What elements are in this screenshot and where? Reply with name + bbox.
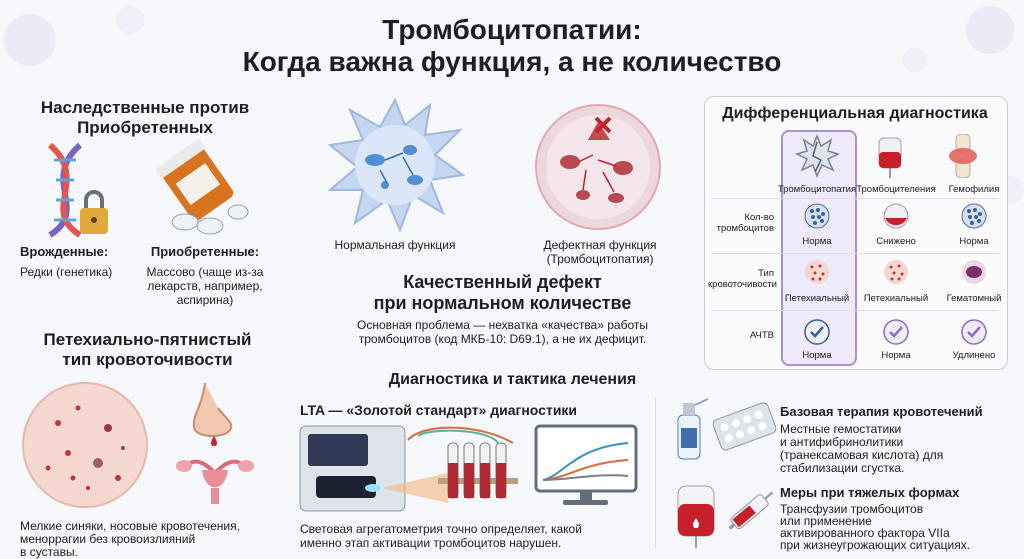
severe-forms-heading: Меры при тяжелых формах (780, 485, 960, 500)
nose-bleed-icon (192, 382, 233, 446)
severe-text4: при жизнеугрожающих ситуациях. (780, 538, 971, 552)
cell-value: Петехиальный (863, 293, 929, 304)
acquired-text2: лекарств, например, (147, 279, 263, 293)
quality-heading: Качественный дефект при нормальном колич… (330, 272, 675, 314)
spray-and-tablets-icon (677, 398, 777, 460)
severe-text3: активированного фактора VIIa (780, 526, 950, 540)
aggregometer-device-icon (299, 424, 638, 512)
acquired-block: Приобретенные: Массово (чаще из-за лекар… (140, 244, 270, 307)
row-label-platelet-count: Кол-во тромбоцитов (708, 212, 774, 234)
column-thrombocytopathy: Тромбоцитопатия (777, 184, 857, 195)
row1-label1: Кол-во (744, 212, 774, 223)
row-divider (712, 198, 998, 199)
basic-therapy-heading: Базовая терапия кровотечений (780, 404, 983, 419)
basic-therapy-text: Местные гемостатики и антифибринолитики … (780, 423, 1010, 475)
differential-heading: Дифференциальная диагностика (722, 105, 988, 122)
cell-value: Удлинено (952, 350, 996, 361)
quality-text1: Основная проблема — нехватка «качества» … (357, 318, 648, 332)
bleeding-type-text: Мелкие синяки, носовые кровотечения, мен… (20, 520, 280, 559)
defective-platelet-icon (535, 104, 661, 230)
lta-text: Световая агрегатометрия точно определяет… (300, 522, 630, 550)
defect-label2: (Тромбоцитопатия) (546, 252, 654, 266)
petechial-icon (805, 260, 829, 284)
normal-function-label: Нормальная функция (334, 238, 456, 252)
bleeding-heading-line1: Петехиально-пятнистый (43, 330, 252, 349)
title-line-2: Когда важна функция, а не количество (242, 46, 782, 77)
low-count-icon (883, 203, 909, 229)
defect-label1: Дефектная функция (543, 238, 657, 252)
pill-bottle-icon (155, 140, 249, 235)
quality-heading-line2: при нормальном количестве (373, 293, 632, 313)
normal-platelet-icon (327, 97, 465, 233)
basic-text2: и антифибринолитики (780, 435, 904, 449)
diagnostics-heading: Диагностика и тактика лечения (388, 371, 637, 388)
normal-count-icon (804, 203, 830, 229)
petechial-icon (884, 260, 908, 284)
row-divider (712, 310, 998, 311)
severe-text1: Трансфузии тромбоцитов (780, 502, 924, 516)
hematoma-icon (962, 260, 986, 284)
bleeding-text2: меноррагии без кровоизлияний (20, 532, 196, 546)
check-icon (961, 319, 987, 345)
basic-text1: Местные гемостатики (780, 422, 902, 436)
cell-value: Снижено (876, 236, 916, 247)
knee-joint-icon (949, 134, 977, 178)
cell-value: Гематомный (946, 293, 1002, 304)
basic-text4: стабилизации сгустка. (780, 461, 905, 475)
congenital-text: Редки (генетика) (20, 265, 113, 279)
transfusion-syringe-icon (677, 485, 774, 548)
dna-lock-icon (47, 142, 108, 238)
row2-label2: кровоточивости (708, 279, 777, 290)
quality-text2: тромбоцитов (код МКБ-10: D69.1), а не их… (358, 332, 647, 346)
bleeding-type-heading: Петехиально-пятнистый тип кровоточивости (15, 330, 280, 370)
congenital-block: Врожденные: Редки (генетика) (20, 244, 130, 279)
acquired-label: Приобретенные: (150, 244, 260, 259)
bleeding-text1: Мелкие синяки, носовые кровотечения, (20, 519, 240, 533)
basic-text3: (транексамовая кислота) для (780, 448, 944, 462)
row2-label1: Тип (758, 268, 774, 279)
congenital-label: Врожденные: (20, 244, 109, 259)
defective-function-label: Дефектная функция (Тромбоцитопатия) (510, 238, 690, 266)
broken-platelet-icon (795, 134, 839, 178)
vertical-divider (655, 398, 656, 548)
severe-forms-text: Трансфузии тромбоцитов или применение ак… (780, 503, 1015, 551)
cell-value: Норма (802, 236, 832, 247)
check-icon (804, 319, 830, 345)
normal-count-icon (961, 203, 987, 229)
cell-value: Норма (802, 350, 832, 361)
check-icon (883, 319, 909, 345)
row-divider (712, 253, 998, 254)
lta-heading: LTA — «Золотой стандарт» диагностики (300, 402, 578, 418)
severe-text2: или применение (780, 514, 872, 528)
acquired-text3: аспирина) (176, 293, 234, 307)
blood-bag-icon (878, 137, 902, 178)
quality-text: Основная проблема — нехватка «качества» … (325, 318, 680, 346)
page-title: Тромбоцитопатии: Когда важна функция, а … (0, 14, 1024, 78)
acquired-text1: Массово (чаще из-за (146, 265, 264, 279)
lta-text2: именно этап активации тромбоцитов наруше… (300, 536, 562, 550)
inherited-heading-line2: Приобретенных (77, 118, 213, 137)
cell-value: Петехиальный (784, 293, 850, 304)
row1-label2: тромбоцитов (716, 223, 774, 234)
quality-heading-line1: Качественный дефект (403, 272, 602, 292)
bleeding-heading-line2: тип кровоточивости (62, 350, 233, 369)
column-hemophilia: Гемофилия (948, 184, 1000, 195)
row-label-aptt: АЧТВ (749, 330, 774, 341)
lta-text1: Световая агрегатометрия точно определяет… (300, 522, 582, 536)
bleeding-text3: в суставы. (20, 545, 78, 559)
cell-value: Норма (881, 350, 911, 361)
row-label-bleeding-type: Тип кровоточивости (708, 268, 777, 290)
column-thrombocytopenia: Тромбоцителения (856, 184, 936, 195)
title-line-1: Тромбоцитопатии: (382, 14, 642, 45)
uterus-icon (176, 459, 254, 504)
inherited-heading-line1: Наследственные против (40, 98, 250, 117)
inherited-heading: Наследственные против Приобретенных (20, 98, 270, 138)
cell-value: Норма (959, 236, 989, 247)
petechiae-skin-icon (22, 382, 148, 508)
